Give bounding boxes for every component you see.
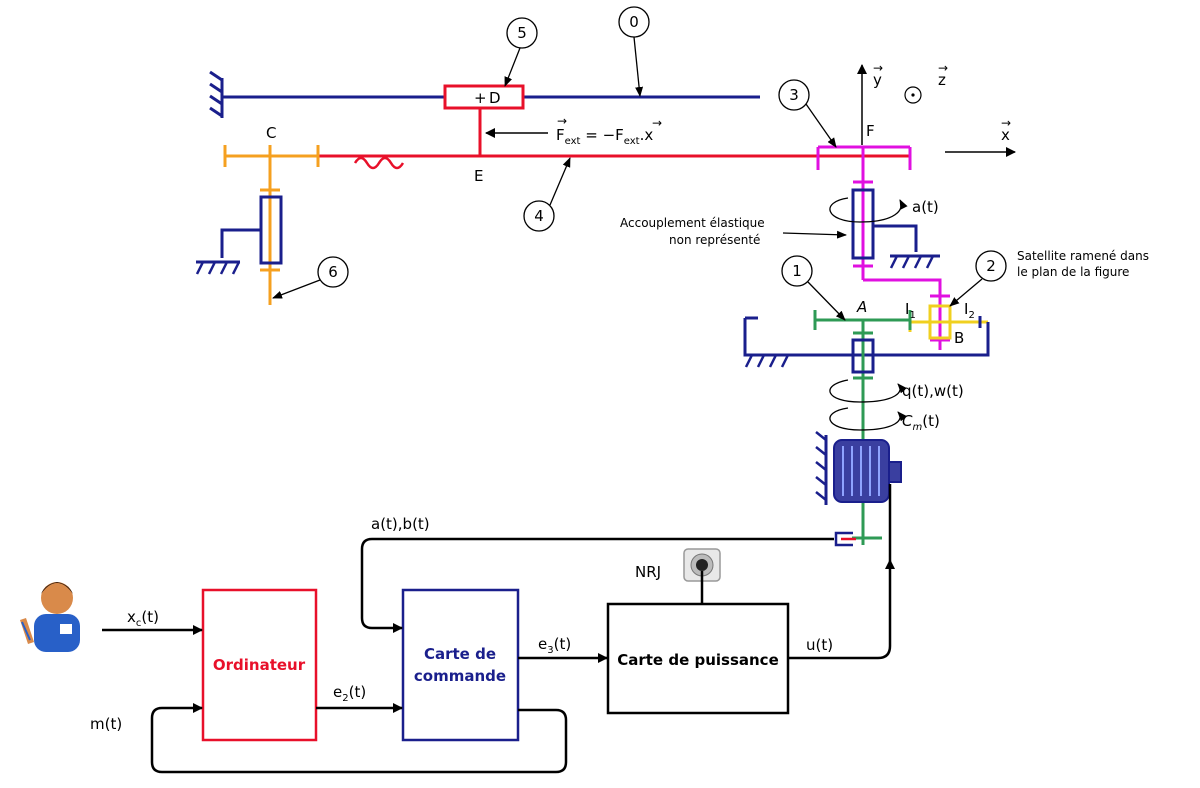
external-force-label: Fext = −Fext.x xyxy=(556,126,653,147)
signal-u-label: u(t) xyxy=(806,636,833,654)
axis-z-label: z xyxy=(938,71,946,89)
rotation-a-arrow xyxy=(829,197,908,223)
user-operator-icon xyxy=(20,582,80,652)
svg-text:→: → xyxy=(1001,116,1011,130)
ordinateur-block xyxy=(201,588,318,742)
rack-4 xyxy=(268,154,910,170)
point-C-label: C xyxy=(266,124,276,142)
point-E-label: E xyxy=(474,167,483,185)
bearing-1 xyxy=(851,338,875,374)
point-I1-label: I1 xyxy=(905,300,916,321)
point-A-label: A xyxy=(856,298,867,316)
signal-m-feedback xyxy=(150,703,568,774)
coupling-note-line1: Accouplement élastique xyxy=(620,216,765,230)
callout-4-label: 4 xyxy=(534,207,544,225)
callout-2-label: 2 xyxy=(986,257,996,275)
svg-text:→: → xyxy=(873,61,883,75)
callout-3-label: 3 xyxy=(789,86,799,104)
bearing-3 xyxy=(851,188,940,269)
bearing-6 xyxy=(195,195,283,275)
callout-6 xyxy=(272,256,349,299)
point-I2-label: I2 xyxy=(964,300,975,321)
callout-5-label: 5 xyxy=(517,24,527,42)
callout-4 xyxy=(523,157,571,232)
power-socket-icon xyxy=(683,548,721,604)
carte-puissance-label: Carte de puissance xyxy=(617,651,779,669)
coupling-note-line2: non représenté xyxy=(669,233,760,247)
sun-gear-1 xyxy=(813,310,912,545)
callout-0-label: 0 xyxy=(629,13,639,31)
callout-1 xyxy=(781,255,846,321)
rotation-qw-arrow xyxy=(829,379,907,403)
callout-1-label: 1 xyxy=(792,262,802,280)
satellite-note-line2: le plan de la figure xyxy=(1017,265,1129,279)
point-D-label: D xyxy=(489,89,501,107)
signal-u-arrow xyxy=(788,484,895,660)
slider-5: + D xyxy=(443,84,525,155)
signal-qw-label: q(t),w(t) xyxy=(902,382,964,400)
axes-triad xyxy=(857,64,1016,157)
signal-xc-label: xc(t) xyxy=(127,608,159,629)
encoder-sensor xyxy=(834,531,856,547)
svg-text:+: + xyxy=(474,89,487,107)
callout-0 xyxy=(618,6,650,97)
carte-commande-block xyxy=(401,588,520,742)
gear-6 xyxy=(223,145,320,305)
planet-carrier-frame xyxy=(743,316,990,368)
svg-text:→: → xyxy=(557,114,567,128)
signal-ab-feedback xyxy=(360,537,834,633)
signal-m-label: m(t) xyxy=(90,715,122,733)
rotation-cm-arrow xyxy=(829,407,907,431)
signal-e3-label: e3(t) xyxy=(538,635,571,656)
callout-5 xyxy=(504,17,538,87)
carte-commande-label-line2: commande xyxy=(414,667,506,685)
svg-text:→: → xyxy=(938,61,948,75)
axis-x-label: x xyxy=(1001,126,1010,144)
callout-6-label: 6 xyxy=(328,263,338,281)
signal-ab-label: a(t),b(t) xyxy=(371,515,430,533)
signal-cm-label: Cm(t) xyxy=(902,412,940,433)
signal-a-label: a(t) xyxy=(912,198,939,216)
carte-puissance-block xyxy=(606,602,790,715)
callout-2 xyxy=(949,250,1007,307)
callout-3 xyxy=(778,79,837,148)
carte-commande-label-line1: Carte de xyxy=(424,645,496,663)
motor xyxy=(815,431,902,505)
point-F-label: F xyxy=(866,122,875,140)
point-B-label: B xyxy=(954,329,964,347)
ordinateur-label: Ordinateur xyxy=(213,656,306,674)
satellite-note-line1: Satellite ramené dans xyxy=(1017,249,1149,263)
signal-e2-label: e2(t) xyxy=(333,683,366,704)
satellite-2 xyxy=(908,304,988,340)
svg-text:→: → xyxy=(652,116,662,130)
axis-y-label: y xyxy=(873,71,882,89)
nrj-label: NRJ xyxy=(635,563,661,581)
